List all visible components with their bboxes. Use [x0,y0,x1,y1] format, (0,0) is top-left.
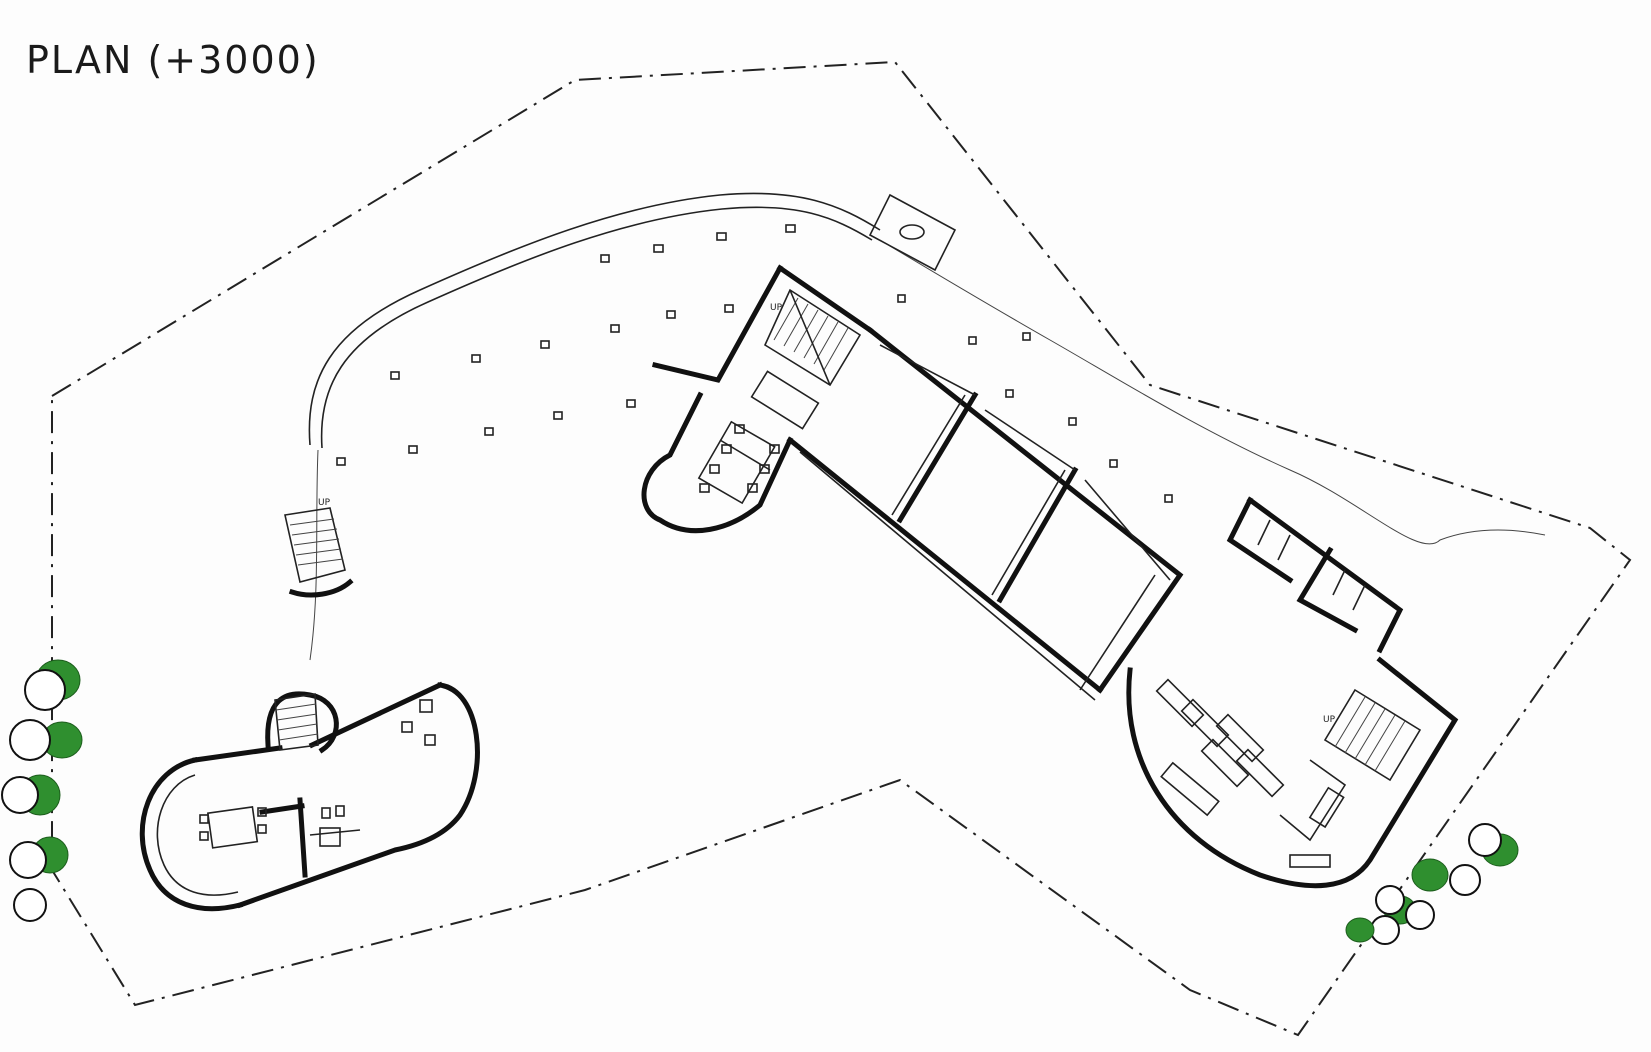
office-pavilion-west [139,681,480,912]
central-room-bar [786,326,1184,701]
garden-wall-inner [320,206,873,449]
site-boundary [51,60,1632,1037]
stair-label-east: UP [1323,715,1336,725]
west-path [309,449,319,661]
restroom-block [1226,496,1404,654]
west-stair: UP [284,498,354,598]
column-grid [336,224,1173,503]
garden-wall-outer [308,192,881,446]
trees-east [1345,823,1519,945]
terrace-edge [879,239,1546,545]
dining-tables [1155,678,1285,817]
plan-title: PLAN (+3000) [26,38,320,82]
dining-hall-east: UP [1126,656,1459,889]
stair-label-central: UP [770,303,783,313]
meeting-room-north [641,391,794,534]
central-stair-core: UP [651,264,874,430]
trees-west [1,659,83,922]
stair-label-west: UP [318,498,331,508]
terrace-kiosk [868,193,957,272]
